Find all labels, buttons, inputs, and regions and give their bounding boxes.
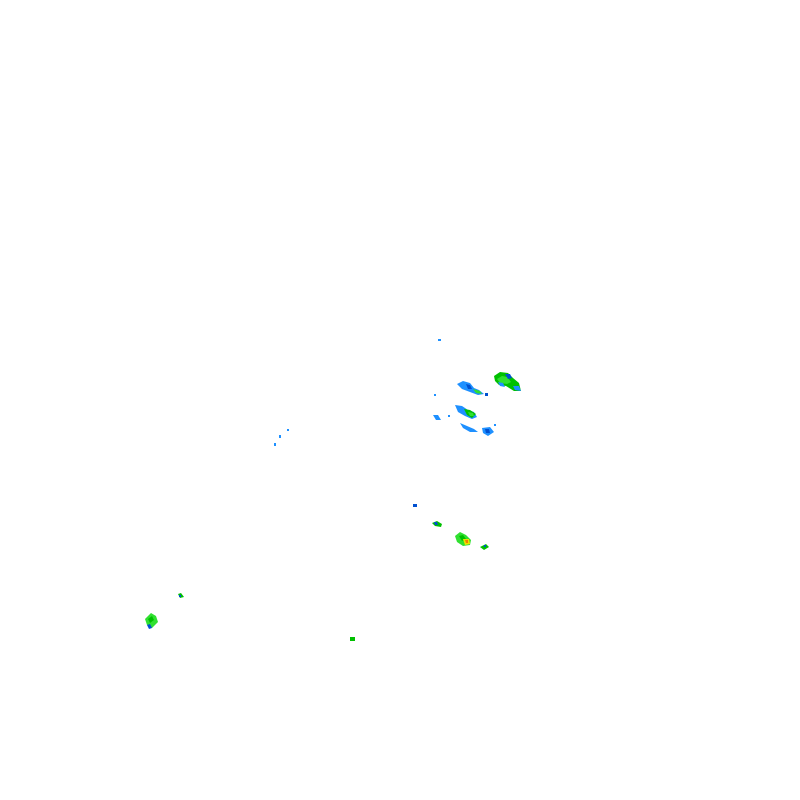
echo-fragment-south <box>350 637 355 641</box>
echo-cluster-north-east-1 <box>494 372 521 391</box>
echo-cluster-central-east <box>433 394 496 436</box>
echo-cluster-south-east <box>432 521 489 550</box>
echo-cluster-south-west <box>145 593 184 629</box>
echo-fragment-west <box>274 429 417 507</box>
echo-cluster-north-east-2 <box>438 339 488 396</box>
